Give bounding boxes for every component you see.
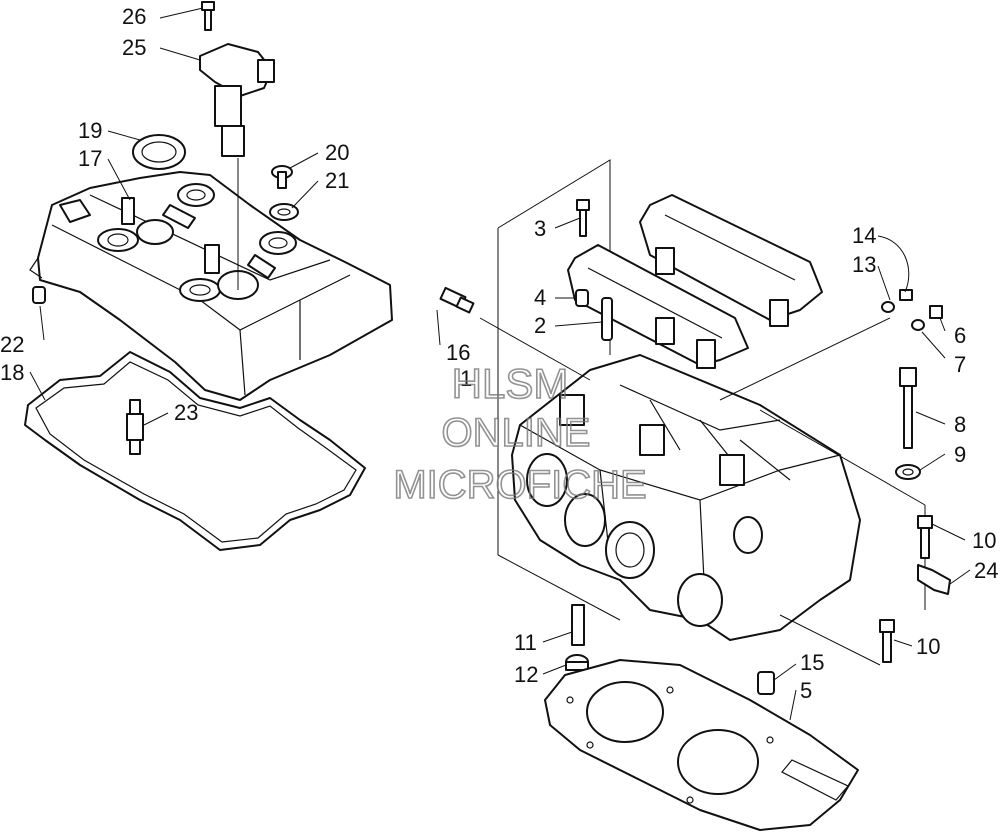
watermark-line-2: ONLINE [442, 411, 591, 455]
cover-gasket [24, 351, 366, 551]
callout-18: 18 [0, 360, 24, 385]
head-bolt-washer [895, 464, 921, 480]
camshaft-holder-lower [567, 244, 749, 369]
callout-15: 15 [800, 650, 824, 675]
callout-11: 11 [514, 630, 537, 655]
watermark-line-3: MICROFICHE [393, 463, 646, 507]
callout-22: 22 [0, 332, 24, 357]
ignition-coil [199, 43, 275, 157]
callout-21: 21 [325, 168, 349, 193]
callout-10-upper: 10 [972, 528, 996, 553]
watermark-line-1: HLSM [452, 360, 569, 407]
plug-seal [132, 134, 186, 170]
callout-24: 24 [974, 558, 998, 583]
callout-8: 8 [954, 412, 966, 437]
cylinder-head-cover [29, 171, 393, 401]
small-bolt-6 [929, 305, 943, 319]
watermark: HLSM ONLINE MICROFICHE [393, 359, 648, 508]
gasket-dowel [757, 671, 775, 695]
callout-23: 23 [174, 400, 198, 425]
callout-25: 25 [122, 35, 146, 60]
leader-lines [29, 7, 971, 721]
callout-7: 7 [954, 352, 966, 377]
callout-10-lower: 10 [916, 634, 940, 659]
spark-plug [126, 399, 144, 455]
coil-bolt [201, 1, 215, 31]
callout-26: 26 [122, 4, 146, 29]
cover-bolt [271, 165, 293, 189]
head-bolt [899, 367, 917, 449]
side-bolt-lower [879, 619, 895, 663]
callout-3: 3 [534, 216, 546, 241]
camshaft-holder-upper [639, 194, 823, 327]
holder-pin [601, 297, 613, 341]
callout-2: 2 [534, 313, 546, 338]
small-washer-14 [881, 301, 895, 313]
callout-14: 14 [852, 223, 876, 248]
callout-12: 12 [514, 662, 538, 687]
holder-dowel [575, 289, 589, 307]
bracket [917, 564, 951, 595]
callout-19: 19 [78, 118, 102, 143]
callout-9: 9 [954, 442, 966, 467]
cylinder-head [511, 354, 861, 641]
callout-16: 16 [446, 340, 470, 365]
head-fitting [439, 286, 475, 314]
holder-bolt [576, 199, 590, 237]
small-bolt-13 [899, 289, 913, 301]
dowel-pin [32, 286, 46, 304]
callout-1: 1 [460, 366, 472, 391]
head-gasket [544, 659, 859, 831]
side-bolt-upper [917, 515, 933, 559]
callout-6: 6 [954, 323, 966, 348]
stud-bolt [571, 604, 585, 646]
callout-13: 13 [852, 252, 876, 277]
callout-17: 17 [78, 146, 102, 171]
callout-5: 5 [800, 678, 812, 703]
stud-nut [565, 654, 589, 671]
callout-20: 20 [325, 140, 349, 165]
cover-washer [269, 203, 299, 221]
small-washer-7 [911, 319, 925, 331]
callout-4: 4 [534, 285, 546, 310]
